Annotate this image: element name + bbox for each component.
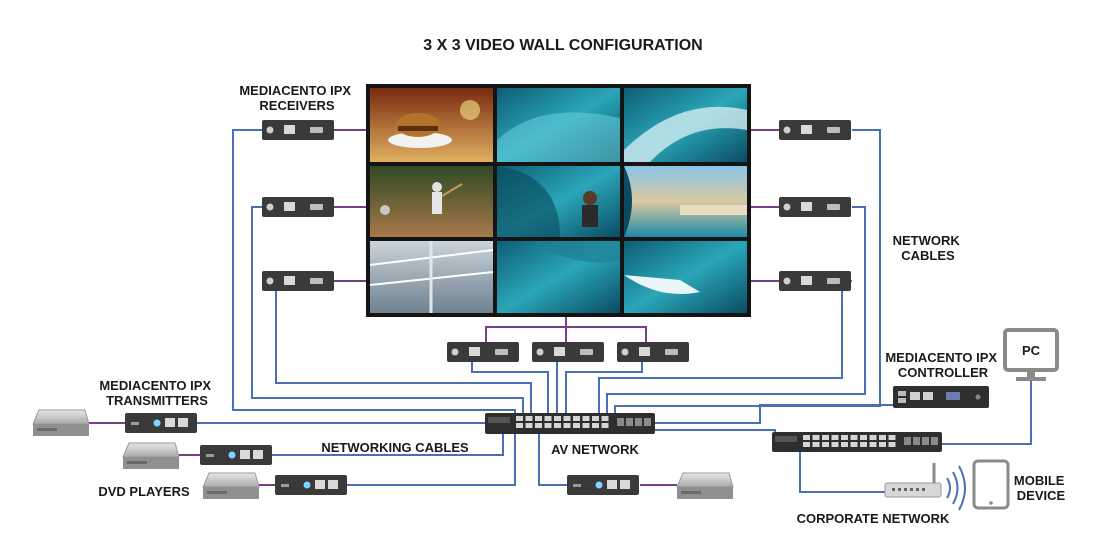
dvd-player-icon	[32, 409, 90, 436]
av-network-switch	[485, 413, 655, 434]
video-wall-tile	[624, 166, 747, 237]
diagram-title: 3 X 3 VIDEO WALL CONFIGURATION	[423, 37, 702, 54]
dvd-player-icon	[122, 442, 180, 469]
video-wall-tile	[370, 88, 493, 162]
controller-label: MEDIACENTO IPX CONTROLLER	[885, 350, 1000, 380]
network-cables-label: NETWORK CABLES	[893, 233, 964, 263]
dvd-player-icon	[202, 472, 260, 499]
receiver-device	[262, 120, 334, 140]
video-wall-tile	[370, 166, 493, 237]
receivers-label: MEDIACENTO IPX RECEIVERS	[239, 83, 354, 113]
receiver-device	[617, 342, 689, 362]
receiver-device	[779, 120, 851, 140]
video-wall-tile	[497, 88, 620, 162]
corporate-network-label: CORPORATE NETWORK	[797, 511, 950, 526]
dvd-players-label: DVD PLAYERS	[98, 484, 190, 499]
transmitter-device	[200, 445, 272, 465]
receiver-device	[262, 197, 334, 217]
dvd-players	[32, 409, 734, 499]
video-wall-tile	[624, 88, 747, 162]
corporate-switch	[772, 432, 942, 452]
video-wall-tile	[497, 166, 620, 237]
mobile-device-label: MOBILE DEVICE	[1014, 473, 1068, 503]
receivers	[262, 120, 851, 362]
transmitters	[125, 413, 639, 495]
video-wall-tile	[369, 241, 494, 313]
video-wall	[366, 84, 751, 317]
wireless-signal-icon	[946, 465, 966, 511]
tablet-icon	[972, 459, 1010, 510]
dvd-player-icon	[676, 472, 734, 499]
transmitters-label: MEDIACENTO IPX TRANSMITTERS	[99, 378, 214, 408]
transmitter-device	[567, 475, 639, 495]
transmitter-device	[125, 413, 197, 433]
transmitter-device	[275, 475, 347, 495]
ipx-controller	[893, 386, 989, 408]
video-wall-tile	[497, 241, 620, 313]
receiver-device	[779, 271, 851, 291]
networking-cables-label: NETWORKING CABLES	[321, 440, 469, 455]
pc-label: PC	[1022, 343, 1041, 358]
receiver-device	[532, 342, 604, 362]
video-wall-tile	[624, 241, 747, 313]
video-cables	[88, 129, 780, 486]
pc-monitor-icon: PC	[1003, 328, 1059, 381]
receiver-device	[447, 342, 519, 362]
receiver-device	[779, 197, 851, 217]
router-icon	[884, 463, 942, 498]
receiver-device	[262, 271, 334, 291]
av-network-label: AV NETWORK	[551, 442, 639, 457]
